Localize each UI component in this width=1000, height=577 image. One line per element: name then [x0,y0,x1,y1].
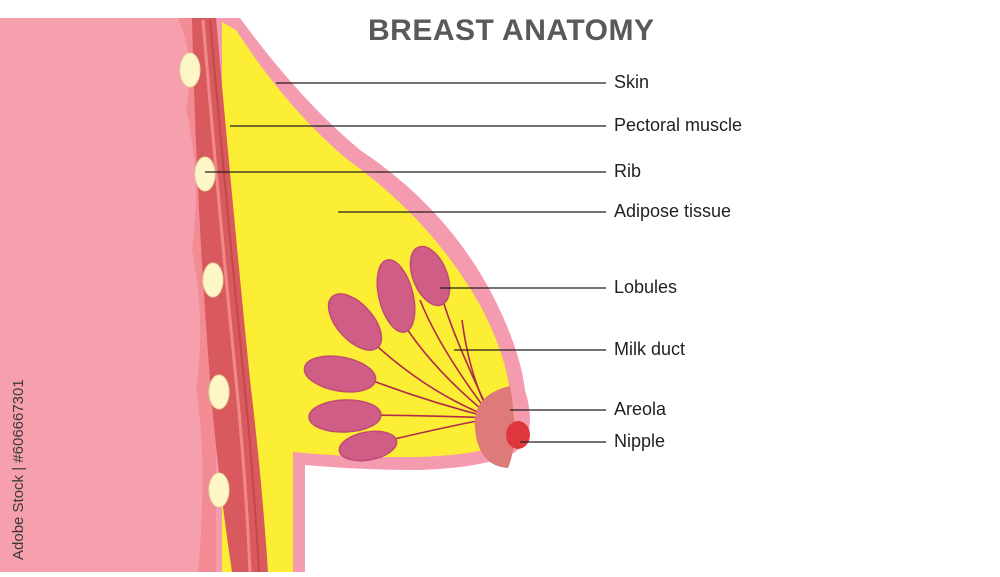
lobules [303,245,451,462]
body-wall [0,18,205,572]
rib [194,156,216,192]
label-milk-duct: Milk duct [614,339,686,359]
lobule [338,430,398,462]
rib [208,374,230,410]
label-rib: Rib [614,161,642,181]
label-nipple: Nipple [614,431,666,451]
lobule [308,399,382,433]
leader-lines [205,82,606,443]
pectoral-muscle-stripe [209,19,260,573]
label-pectoral-muscle: Pectoral muscle [614,115,743,135]
areola [474,386,515,468]
nipple [506,421,530,449]
rib [208,472,230,508]
lobule [303,355,377,393]
diagram-title: BREAST ANATOMY [368,14,655,47]
label-adipose-tissue: Adipose tissue [614,201,732,221]
rib [179,52,201,88]
adipose-tissue [222,22,515,572]
lobule [409,245,451,307]
label-skin: Skin [614,72,650,92]
pectoral-muscle-stripe [201,19,252,573]
label-areola: Areola [614,399,667,419]
lobule [327,293,383,351]
lobule [376,259,416,333]
rib [202,262,224,298]
label-lobules: Lobules [614,277,678,297]
stock-watermark: Adobe Stock | #606667301 [10,379,27,560]
